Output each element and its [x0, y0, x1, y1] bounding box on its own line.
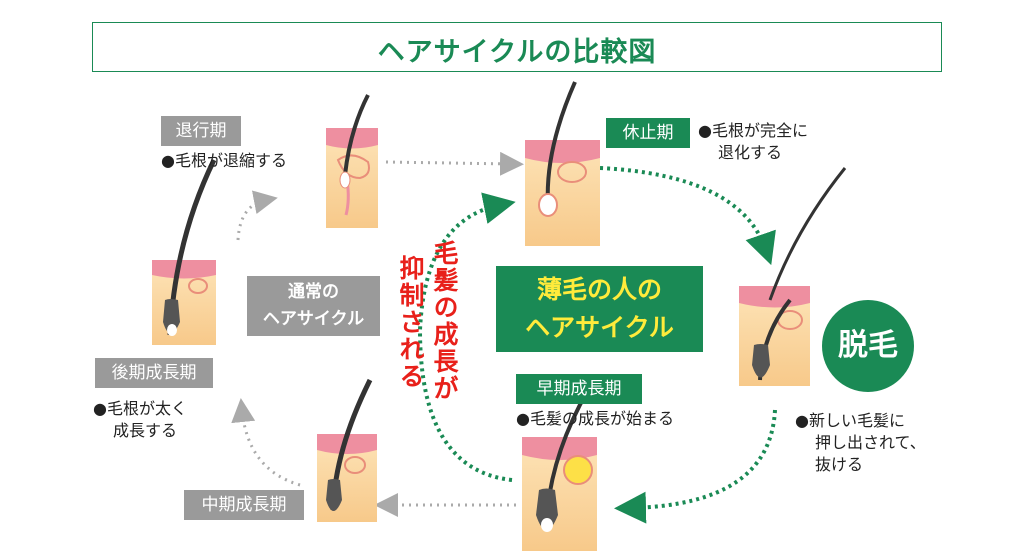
thin-cycle-line-2: ヘアサイクル	[525, 313, 674, 342]
diagram-title: ヘアサイクルの比較図	[377, 37, 657, 68]
hair-illustration-taikou	[326, 94, 378, 228]
stage-desc-souki: ●毛髪の成長が始まる	[516, 409, 674, 428]
stage-desc-taikou: ●毛根が退縮する	[161, 151, 287, 170]
stage-tag-taikou: 退行期	[161, 116, 241, 146]
arrow-kyuushi-to-datsumou	[599, 166, 776, 266]
stage-desc-datsumou-2: 押し出されて、	[815, 433, 926, 452]
title-box: ヘアサイクルの比較図	[92, 22, 942, 72]
normal-cycle-line-2: ヘアサイクル	[262, 309, 365, 329]
suppressed-text-1: 毛髪の成長が	[430, 240, 459, 402]
stage-desc-kouki-2: 成長する	[113, 421, 178, 440]
normal-cycle-line-1: 通常の	[288, 282, 339, 302]
thin-cycle-line-1: 薄毛の人の	[536, 275, 662, 304]
arrow-souki-to-kyuushi	[417, 192, 516, 482]
stage-desc-kyuushi-2: 退化する	[718, 143, 783, 162]
suppressed-text-2: 抑制される	[396, 255, 425, 390]
normal-cycle-label: 通常の ヘアサイクル	[247, 276, 380, 336]
stage-tag-chuuki: 中期成長期	[184, 490, 304, 520]
stage-badge-datsumou: 脱毛	[822, 300, 914, 392]
arrow-datsumou-to-souki	[614, 409, 777, 524]
arrow-kouki-to-taikou	[236, 190, 278, 241]
hair-illustration-datsumou	[739, 167, 847, 386]
arrow-taikou-to-kyuushi	[385, 151, 524, 176]
stage-tag-kouki: 後期成長期	[95, 358, 213, 388]
hair-illustration-kouki	[152, 158, 217, 345]
thin-cycle-label: 薄毛の人の ヘアサイクル	[496, 266, 703, 352]
stage-tag-kyuushi: 休止期	[606, 118, 690, 148]
stage-desc-datsumou-1: ●新しい毛髪に	[795, 411, 905, 430]
stage-desc-datsumou-3: 抜ける	[815, 455, 864, 474]
hair-illustration-chuuki	[317, 378, 377, 522]
hair-illustration-souki	[522, 389, 597, 551]
stage-tag-souki: 早期成長期	[516, 374, 642, 404]
arrow-chuuki-to-kouki	[231, 398, 301, 487]
stage-desc-kyuushi-1: ●毛根が完全に	[698, 121, 808, 140]
stage-desc-kouki-1: ●毛根が太く	[93, 399, 187, 418]
hair-illustration-kyuushi	[525, 81, 600, 246]
